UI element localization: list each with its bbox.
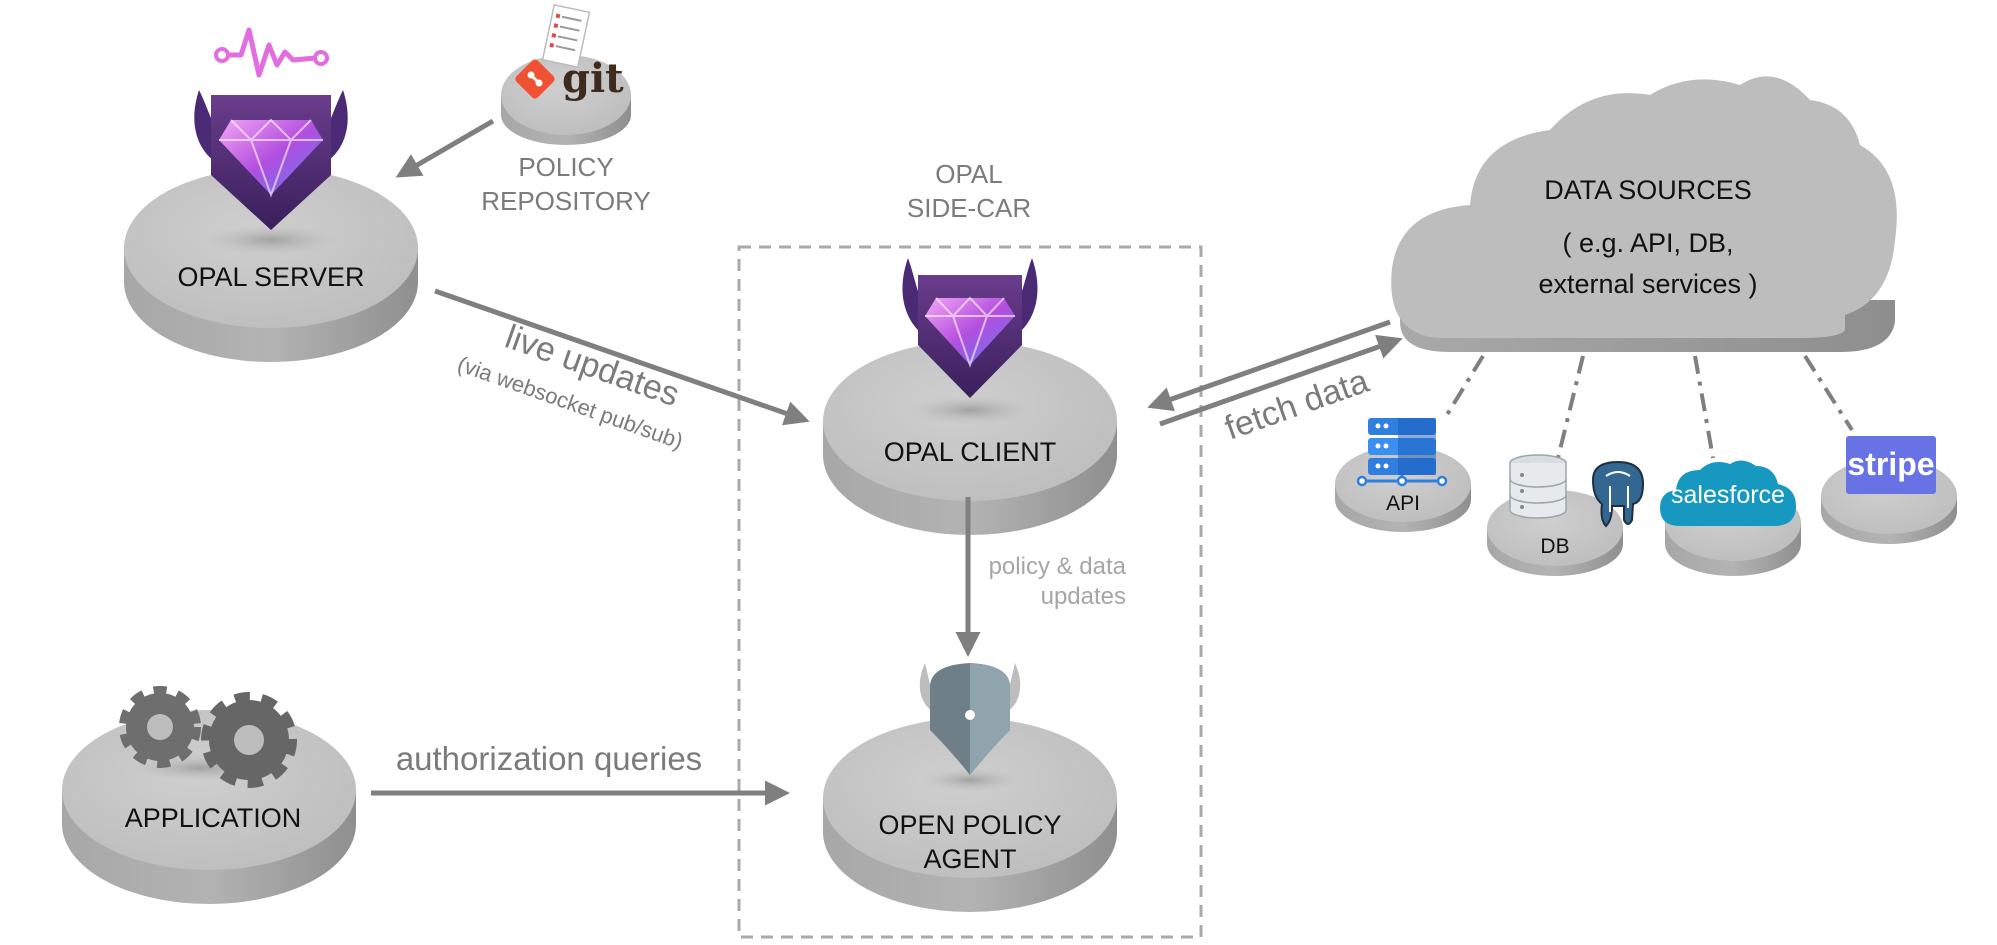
postgres-icon [1591, 460, 1645, 528]
git-logo-text: git [562, 55, 624, 102]
cloud-connectors [1443, 354, 1854, 459]
policy-data-updates-label-line1: policy & data [989, 553, 1127, 580]
fetch-request-arrow [1159, 334, 1403, 427]
application-label: APPLICATION [125, 803, 302, 833]
opa-icon [919, 663, 1021, 775]
opa-label-line2: AGENT [923, 844, 1016, 874]
git-icon [515, 59, 555, 99]
opal-client-node: OPAL CLIENT [823, 341, 1117, 535]
sidecar-label-line2: SIDE-CAR [907, 193, 1031, 223]
stripe-icon [1846, 436, 1936, 494]
live-updates-arrow [434, 288, 810, 426]
cloud-icon: DATA SOURCES ( e.g. API, DB, external se… [1391, 76, 1897, 352]
api-server-icon [1356, 418, 1448, 487]
data-sources-line2: ( e.g. API, DB, [1562, 228, 1733, 258]
stripe-logo-text: stripe [1847, 446, 1934, 482]
data-sources-line3: external services ) [1538, 269, 1757, 299]
authorization-queries-label: authorization queries [396, 740, 702, 777]
db-label: DB [1540, 535, 1569, 558]
repo-to-server-arrow [395, 118, 495, 178]
opal-server-node: OPAL SERVER [124, 168, 418, 362]
salesforce-icon [1660, 460, 1796, 526]
policy-repository-label-line1: POLICY [518, 152, 613, 182]
fetch-response-arrow [1147, 319, 1391, 412]
opa-label-line1: OPEN POLICY [878, 810, 1061, 840]
opa-node: OPEN POLICY AGENT [823, 718, 1117, 912]
salesforce-logo-text: salesforce [1671, 481, 1785, 509]
opal-server-icon [194, 27, 348, 230]
opal-client-icon [902, 258, 1038, 398]
gears-icon [119, 686, 297, 788]
database-icon [1509, 454, 1567, 519]
data-sources-title: DATA SOURCES [1544, 175, 1752, 205]
api-label: API [1386, 492, 1420, 515]
policy-repository-label-line2: REPOSITORY [481, 186, 651, 216]
checklist-icon [541, 3, 591, 69]
opal-server-label: OPAL SERVER [177, 262, 364, 292]
sidecar-box [737, 245, 1203, 939]
sidecar-label-line1: OPAL [935, 159, 1002, 189]
opal-client-label: OPAL CLIENT [884, 437, 1057, 467]
policy-data-updates-label-line2: updates [1041, 583, 1126, 610]
